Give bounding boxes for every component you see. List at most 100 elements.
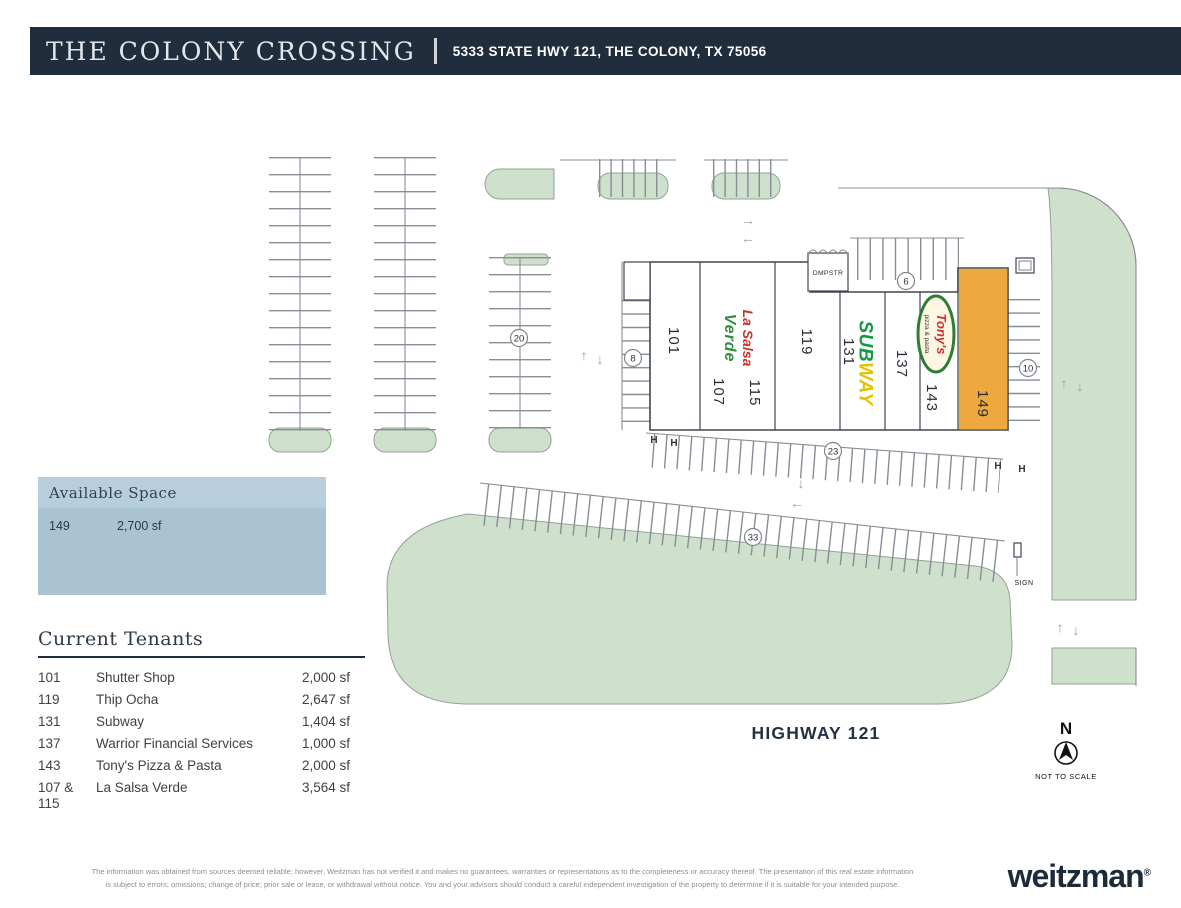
ladder1-endcap — [268, 427, 332, 453]
header-divider — [433, 38, 437, 64]
ladder2-endcap — [373, 427, 437, 453]
count-6-label: 6 — [903, 276, 908, 287]
tenants-table: 101 Shutter Shop 2,000 sf 119 Thip Ocha … — [38, 667, 350, 815]
available-suite-number: 149 — [49, 519, 70, 533]
handicap-marker: H — [650, 435, 657, 446]
highway-label: HIGHWAY 121 — [752, 723, 881, 743]
monument-sign: SIGN — [1013, 542, 1033, 587]
arrow-up-icon: ↑ — [581, 347, 588, 363]
unit-149-label: 149 — [974, 390, 991, 418]
tonys-script: Tony's — [934, 314, 949, 355]
parking-count-badges: 20 8 6 10 23 33 — [509, 271, 1038, 547]
arrow-left-icon: ← — [790, 495, 804, 511]
arrow-down-icon: ↓ — [597, 351, 604, 367]
count-33-badge — [743, 527, 763, 547]
table-row: 101 Shutter Shop 2,000 sf — [38, 667, 350, 689]
count-23-label: 23 — [828, 446, 839, 457]
available-space-title: Available Space — [38, 477, 326, 508]
tenant-size: 2,647 sf — [301, 692, 350, 707]
tenant-size: 2,000 sf — [301, 670, 350, 685]
property-title: THE COLONY CROSSING — [46, 36, 416, 66]
corner-parkway-lower — [1051, 647, 1137, 685]
tenant-name: Subway — [96, 714, 145, 729]
building: DMPSTR — [623, 249, 1035, 431]
tenant-suite: 119 — [38, 692, 60, 707]
tenant-suite: 137 — [38, 736, 61, 751]
unit-137-label: 137 — [893, 350, 910, 378]
available-space-body: 149 2,700 sf — [38, 508, 326, 595]
tonys-subtext: pizza & pasta — [923, 314, 930, 353]
dumpster-gates — [807, 249, 849, 256]
utility-box-inner — [1018, 260, 1032, 271]
handicap-marker: H — [1018, 464, 1025, 475]
ladder3-topstrip — [503, 253, 549, 266]
arrow-up-icon: ↑ — [1061, 375, 1068, 391]
tenants-underline — [38, 656, 365, 658]
count-20-label: 20 — [514, 333, 525, 344]
traffic-arrows: → ← ↑ ↓ ↓ ← ↑ ↓ ↑ ↓ — [581, 212, 1084, 638]
unit-143-label: 143 — [923, 384, 940, 412]
la-salsa-verde-logo: La Salsa Verde — [721, 310, 756, 367]
corner-parkway — [1047, 187, 1137, 601]
disclaimer-line-1: The information was obtained from source… — [91, 867, 914, 876]
subway-logo-way: WAY — [854, 362, 875, 407]
table-row: 131 Subway 1,404 sf — [38, 711, 350, 733]
unit-115-label: 115 — [746, 380, 763, 407]
handicap-marker: H — [670, 438, 677, 449]
not-to-scale-label: NOT TO SCALE — [1035, 772, 1097, 781]
count-10-badge — [1018, 358, 1038, 378]
count-10-label: 10 — [1023, 363, 1034, 374]
header-bar: THE COLONY CROSSING 5333 STATE HWY 121, … — [30, 27, 1181, 75]
available-suite-size: 2,700 sf — [117, 519, 162, 533]
available-unit-149 — [958, 268, 1008, 430]
count-20-badge — [509, 328, 529, 348]
handicap-marker: H — [994, 461, 1001, 472]
count-23-badge — [823, 441, 843, 461]
arrow-right-icon: → — [741, 212, 755, 228]
north-label: N — [1060, 719, 1072, 738]
verde-text: Verde — [721, 314, 738, 363]
unit-131-label: 131 — [840, 338, 857, 366]
island-top-right — [711, 172, 781, 200]
ladder3-endcap — [488, 427, 552, 453]
weitzman-logo: weitzman® — [1007, 858, 1151, 894]
arrow-down-icon: ↓ — [1077, 378, 1084, 394]
tonys-logo-oval — [916, 294, 956, 374]
angled-row-upper-ticks — [651, 433, 1002, 493]
available-space-box: Available Space 149 2,700 sf — [38, 477, 326, 595]
compass-needle-icon — [1059, 742, 1073, 760]
island-top-mid — [597, 172, 669, 200]
monument-sign-icon — [1013, 542, 1022, 558]
unit-numbers: 101 107 115 119 131 137 143 149 — [665, 327, 991, 418]
disclaimer-text: The information was obtained from source… — [45, 865, 960, 891]
arrow-left-icon: ← — [741, 230, 755, 246]
tenant-size: 1,000 sf — [301, 736, 350, 751]
table-row: 143 Tony's Pizza & Pasta 2,000 sf — [38, 755, 350, 777]
dumpster-label: DMPSTR — [813, 270, 844, 277]
tenant-suite: 107 & 115 — [38, 780, 74, 811]
count-33-label: 33 — [748, 532, 759, 543]
tenant-size: 1,404 sf — [301, 714, 350, 729]
tonys-logo: Tony's pizza & pasta — [916, 294, 956, 374]
subway-logo: SUBWAY — [854, 321, 875, 408]
tenant-suite: 131 — [38, 714, 61, 729]
monument-sign-label: SIGN — [1014, 580, 1033, 587]
tenant-name: Shutter Shop — [96, 670, 175, 685]
unit-107-label: 107 — [710, 378, 727, 406]
tenant-suite: 101 — [38, 670, 61, 685]
current-tenants-title: Current Tenants — [38, 628, 204, 650]
north-arrow: N NOT TO SCALE — [1035, 719, 1097, 781]
current-tenants: Current Tenants 101 Shutter Shop 2,000 s… — [38, 628, 368, 815]
unit-119-label: 119 — [798, 329, 815, 356]
highway-parkway — [386, 513, 1013, 705]
landscape-islands — [268, 168, 1137, 705]
unit-101-label: 101 — [665, 327, 682, 355]
tenant-name: La Salsa Verde — [96, 780, 188, 795]
registered-mark: ® — [1143, 867, 1151, 879]
tenant-size: 3,564 sf — [301, 780, 350, 795]
disclaimer-line-2: is subject to errors; omissions; change … — [105, 880, 900, 889]
subway-logo-sub: SUB — [854, 321, 875, 363]
arrow-up-icon: ↑ — [1057, 619, 1064, 635]
